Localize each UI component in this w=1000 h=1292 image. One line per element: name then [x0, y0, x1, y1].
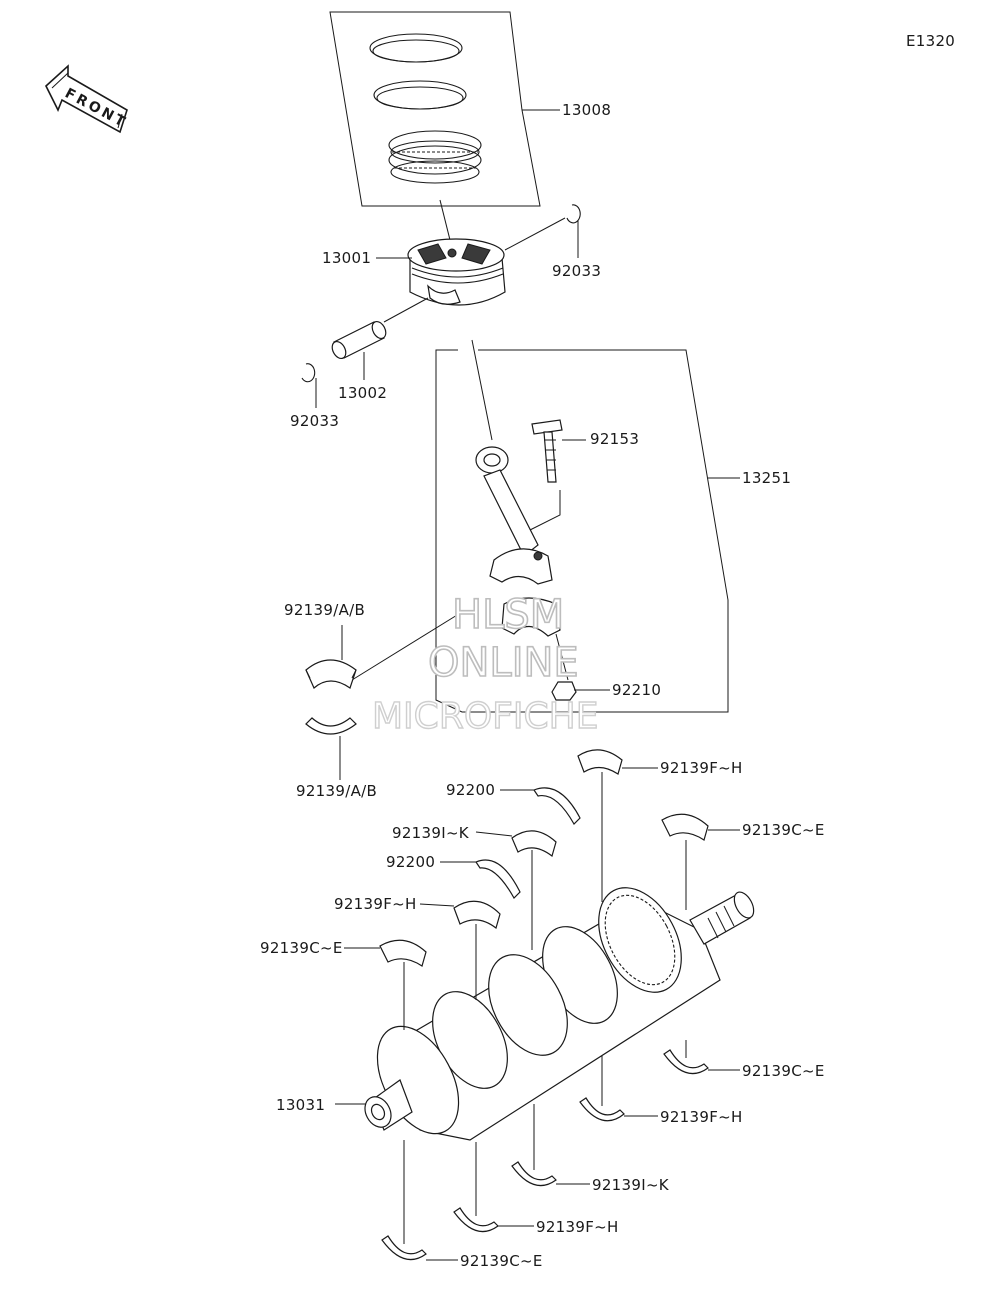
label-92033-right: 92033 — [552, 262, 601, 280]
label-92139ce-4: 92139C~E — [460, 1252, 543, 1270]
rod-bearing-lower — [305, 717, 357, 780]
label-92153: 92153 — [590, 430, 639, 448]
watermark: HLSM ONLINE MICROFICHE — [371, 591, 599, 738]
connecting-rod-assembly — [351, 339, 729, 713]
label-92139ik-2: 92139I~K — [592, 1176, 670, 1194]
label-92139fh-4: 92139F~H — [536, 1218, 619, 1236]
label-92139-ab-lower: 92139/A/B — [296, 782, 377, 800]
crank-bearings-lower — [381, 1040, 740, 1261]
label-92139ce-3: 92139C~E — [742, 1062, 825, 1080]
crank-bearings-upper — [344, 749, 740, 1030]
label-92033-left: 92033 — [290, 412, 339, 430]
svg-text:ONLINE: ONLINE — [428, 640, 579, 686]
label-92139fh-2: 92139F~H — [334, 895, 417, 913]
label-92139fh-1: 92139F~H — [660, 759, 743, 777]
label-92210: 92210 — [612, 681, 661, 699]
label-92139ce-1: 92139C~E — [742, 821, 825, 839]
label-92200-1: 92200 — [446, 781, 495, 799]
label-13031: 13031 — [276, 1096, 325, 1114]
svg-text:MICROFICHE: MICROFICHE — [372, 696, 598, 737]
label-13001: 13001 — [322, 249, 371, 267]
circlip-left — [301, 363, 316, 383]
svg-text:HLSM: HLSM — [452, 592, 564, 638]
label-92139fh-3: 92139F~H — [660, 1108, 743, 1126]
piston-pin — [331, 297, 429, 360]
front-arrow-icon: FRONT — [45, 64, 130, 134]
label-92139ce-2: 92139C~E — [260, 939, 343, 957]
piston — [407, 199, 506, 306]
circlip-right — [566, 204, 581, 224]
rod-bearing-upper — [305, 659, 357, 689]
label-92200-2: 92200 — [386, 853, 435, 871]
leader-circlip-right — [504, 217, 566, 251]
label-92139-ab-upper: 92139/A/B — [284, 601, 365, 619]
piston-ring-set — [329, 11, 541, 207]
label-92139ik-1: 92139I~K — [392, 824, 470, 842]
label-13002: 13002 — [338, 384, 387, 402]
part-labels: 13008 13001 92033 13002 92033 92153 1325… — [260, 101, 825, 1270]
label-13251: 13251 — [742, 469, 791, 487]
label-13008: 13008 — [562, 101, 611, 119]
diagram-code: E1320 — [906, 32, 955, 50]
crankshaft — [335, 887, 755, 1141]
